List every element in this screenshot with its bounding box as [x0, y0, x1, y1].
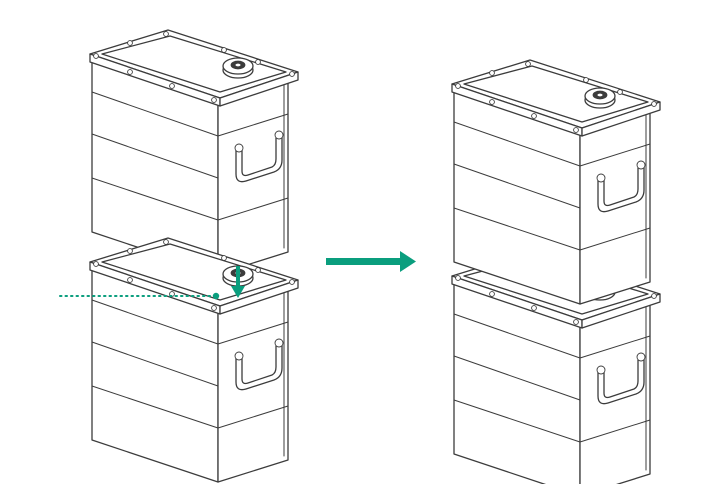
- upper-battery-module: [89, 29, 299, 275]
- stacked-upper-battery-module: [451, 59, 661, 305]
- lower-battery-module: [89, 237, 299, 483]
- right-arrow-icon: [326, 251, 416, 272]
- down-arrow-icon: [231, 266, 245, 298]
- alignment-guide-dot: [212, 292, 220, 300]
